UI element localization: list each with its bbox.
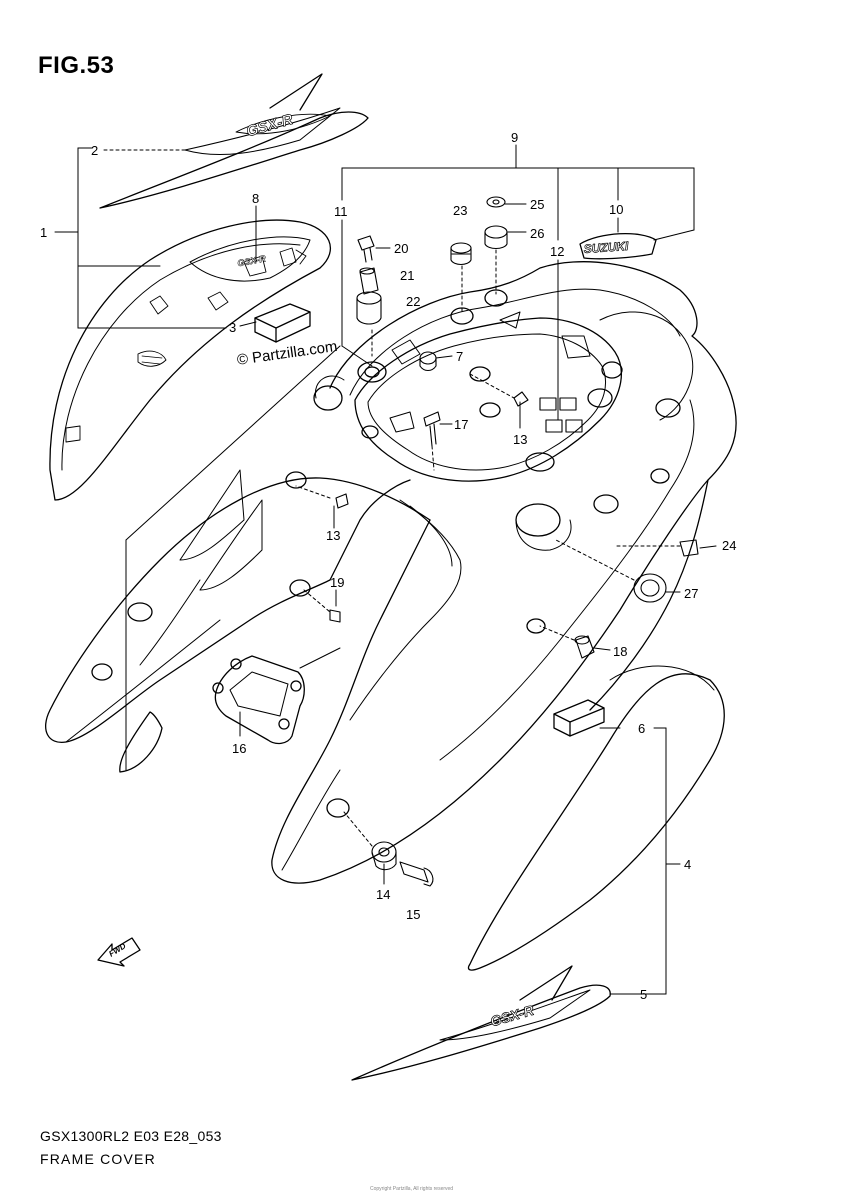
callout-6[interactable]: 6 <box>638 721 646 736</box>
callout-11[interactable]: 11 <box>334 204 348 219</box>
callout-14[interactable]: 14 <box>376 887 391 902</box>
figure-title: FIG.53 <box>38 52 115 79</box>
callout-13-lower[interactable]: 13 <box>326 528 341 543</box>
callout-20[interactable]: 20 <box>394 241 409 256</box>
left-frame-cover: GSX-R <box>49 219 331 501</box>
callout-25[interactable]: 25 <box>530 197 545 212</box>
callout-5[interactable]: 5 <box>640 987 648 1002</box>
callout-10[interactable]: 10 <box>609 202 624 217</box>
emblem-decal-lower: GSX-R <box>351 965 611 1081</box>
suzuki-logo: SUZUKI <box>583 239 629 256</box>
callout-16[interactable]: 16 <box>232 741 247 756</box>
callout-4[interactable]: 4 <box>684 857 692 872</box>
gsxr-logo-lower: GSX-R <box>488 1002 536 1030</box>
callout-24[interactable]: 24 <box>722 538 737 553</box>
fasteners <box>329 196 699 887</box>
callout-1[interactable]: 1 <box>40 225 48 240</box>
callout-21[interactable]: 21 <box>400 268 415 283</box>
decal-6 <box>553 699 605 737</box>
emblem-decal-upper: GSX-R <box>99 73 369 209</box>
decal-3 <box>254 303 311 343</box>
callout-9[interactable]: 9 <box>511 130 519 145</box>
bracket-16 <box>212 655 305 745</box>
callout-22[interactable]: 22 <box>406 294 421 309</box>
callout-26[interactable]: 26 <box>530 226 545 241</box>
callout-17[interactable]: 17 <box>454 417 469 432</box>
callout-15[interactable]: 15 <box>406 907 421 922</box>
fwd-arrow-icon: FWD <box>97 937 141 967</box>
callout-27[interactable]: 27 <box>684 586 699 601</box>
callout-12[interactable]: 12 <box>550 244 565 259</box>
gsxr-logo-cover: GSX-R <box>237 253 267 268</box>
leader-lines <box>54 144 717 995</box>
gsxr-logo-upper: GSX-R <box>244 111 295 140</box>
callout-19[interactable]: 19 <box>330 575 345 590</box>
callout-18[interactable]: 18 <box>613 644 628 659</box>
section-name: FRAME COVER <box>40 1151 156 1167</box>
callout-3[interactable]: 3 <box>229 320 237 335</box>
suzuki-emblem: SUZUKI <box>579 232 657 260</box>
callout-13-upper[interactable]: 13 <box>513 432 528 447</box>
callout-23[interactable]: 23 <box>453 203 468 218</box>
callout-8[interactable]: 8 <box>252 191 260 206</box>
grab-rail <box>599 311 694 421</box>
model-code: GSX1300RL2 E03 E28_053 <box>40 1128 222 1144</box>
copyright-microtext: Copyright Partzilla, All rights reserved <box>370 1186 454 1192</box>
side-cover-right <box>467 665 725 971</box>
callout-7[interactable]: 7 <box>456 349 464 364</box>
callout-2[interactable]: 2 <box>91 143 99 158</box>
rear-frame-cover <box>45 261 737 884</box>
